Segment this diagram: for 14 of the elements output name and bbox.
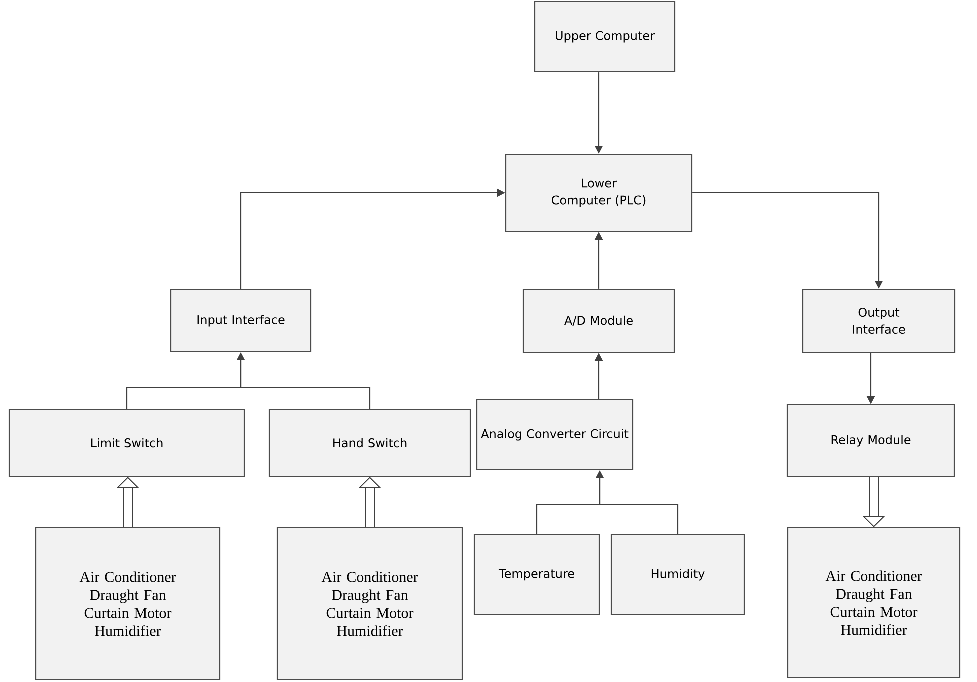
process-box: Relay Module (786, 404, 956, 478)
process-box: Limit Switch (8, 408, 246, 478)
process-box: Hand Switch (268, 408, 472, 478)
process-box: Temperature (474, 534, 600, 616)
process-box: A/D Module (522, 288, 676, 354)
process-box: Output Interface (802, 288, 956, 354)
process-box: Analog Converter Circuit (476, 399, 634, 471)
device-list-box: Air Conditioner Draught Fan Curtain Motor Humidifier (35, 527, 221, 681)
process-box: Lower Computer (PLC) (505, 154, 693, 232)
process-box: Input Interface (170, 289, 312, 353)
process-box: Humidity (610, 534, 746, 616)
device-list-box: Air Conditioner Draught Fan Curtain Motor Humidifier (787, 527, 961, 679)
process-box: Upper Computer (534, 1, 676, 73)
device-list-box: Air Conditioner Draught Fan Curtain Motor Humidifier (276, 527, 464, 681)
